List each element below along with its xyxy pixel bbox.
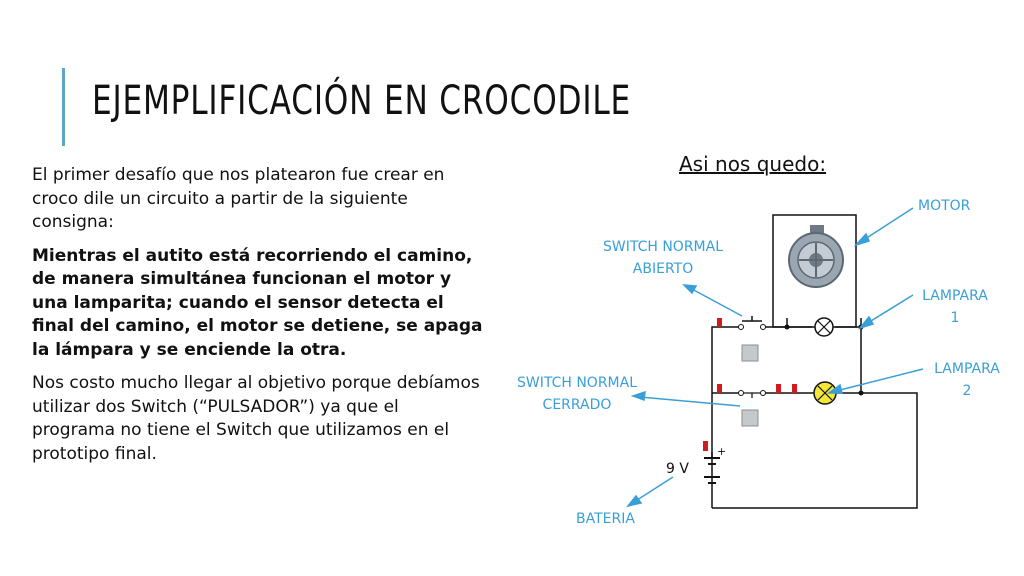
label-switch-open-line1: SWITCH NORMAL bbox=[602, 239, 724, 255]
label-motor: MOTOR bbox=[918, 195, 970, 217]
label-motor-text: MOTOR bbox=[918, 198, 971, 214]
slide-title: EJEMPLIFICACIÓN EN CROCODILE bbox=[92, 78, 631, 124]
label-switch-closed-line1: SWITCH NORMAL bbox=[516, 375, 638, 391]
label-switch-closed-line2: CERRADO bbox=[542, 397, 612, 413]
intro-paragraph: El primer desafío que nos platearon fue … bbox=[32, 165, 445, 232]
label-switch-open-line2: ABIERTO bbox=[632, 261, 694, 277]
label-lamp-2: LAMPARA 2 bbox=[924, 358, 1010, 402]
diagram-subtitle: Asi nos quedo: bbox=[679, 152, 827, 176]
body-text: El primer desafío que nos platearon fue … bbox=[32, 164, 484, 476]
battery-value: 9 V bbox=[666, 461, 689, 477]
label-lamp2-line1: LAMPARA bbox=[934, 361, 1000, 377]
label-lamp1-line1: LAMPARA bbox=[922, 288, 988, 304]
battery-polarity: + bbox=[717, 445, 726, 458]
switch-normally-open bbox=[717, 316, 864, 362]
callout-arrows bbox=[626, 207, 924, 508]
circuit-wires bbox=[711, 318, 918, 509]
switch-normally-closed bbox=[717, 384, 864, 427]
label-lamp2-line2: 2 bbox=[962, 383, 972, 399]
label-battery-text: BATERIA bbox=[576, 511, 635, 527]
label-lamp1-line2: 1 bbox=[950, 310, 960, 326]
lamp-1 bbox=[814, 317, 834, 337]
label-lamp-1: LAMPARA 1 bbox=[912, 285, 998, 329]
conclusion-paragraph: Nos costo mucho llegar al objetivo porqu… bbox=[32, 373, 480, 464]
motor-component bbox=[772, 214, 857, 328]
label-battery: BATERIA bbox=[576, 508, 635, 530]
battery-component: 9 V + bbox=[666, 441, 726, 484]
requirement-paragraph: Mientras el autito está recorriendo el c… bbox=[32, 245, 483, 360]
title-accent-bar bbox=[62, 68, 65, 146]
label-switch-normally-open: SWITCH NORMAL ABIERTO bbox=[590, 236, 736, 280]
label-switch-normally-closed: SWITCH NORMAL CERRADO bbox=[504, 372, 650, 416]
